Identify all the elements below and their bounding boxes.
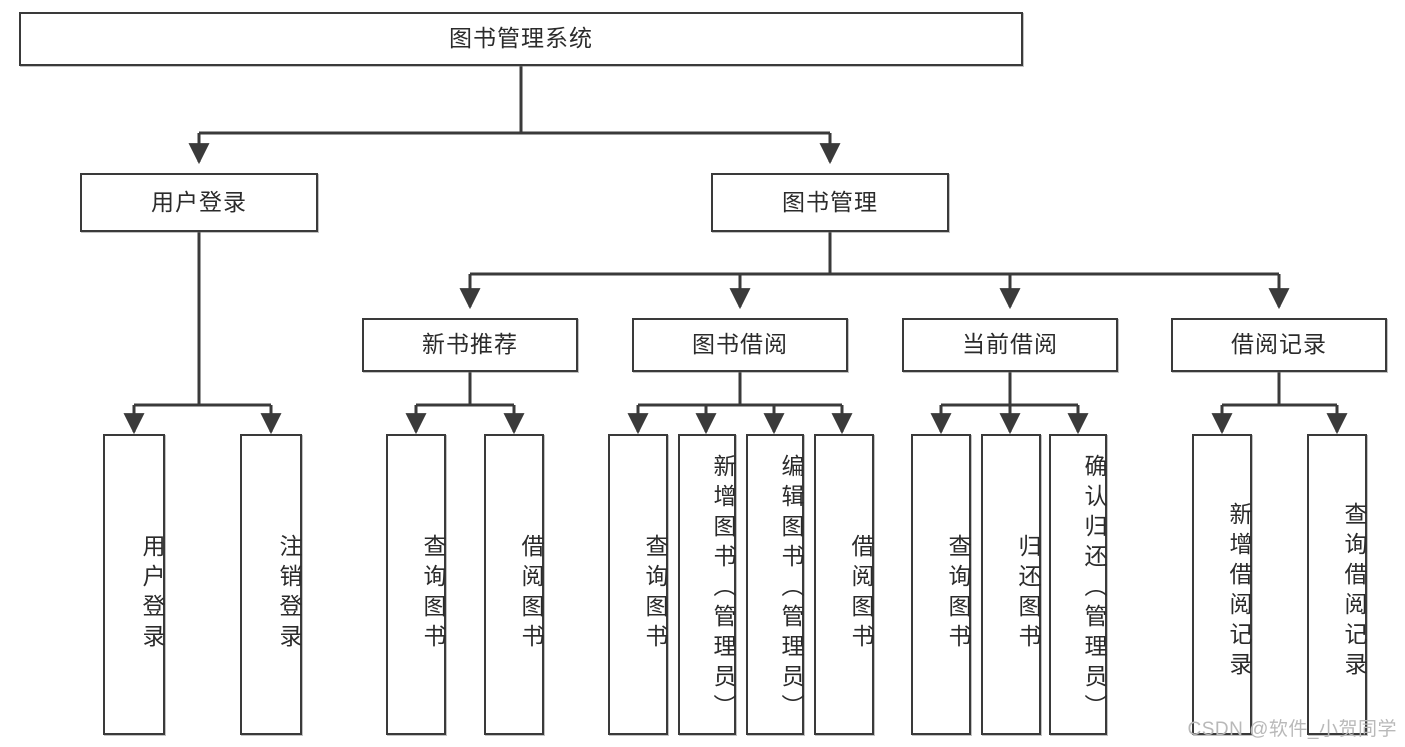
leaf-label: 编辑图书（管理员） — [778, 453, 804, 724]
node-new-book-recommend[interactable]: 新书推荐 — [362, 318, 578, 372]
leaf-label: 新增图书（管理员） — [710, 453, 736, 724]
leaf-label: 查询借阅记录 — [1341, 501, 1367, 682]
node-book-borrow[interactable]: 图书借阅 — [632, 318, 848, 372]
node-current-borrow[interactable]: 当前借阅 — [902, 318, 1118, 372]
leaf-borrow-query-book[interactable]: 查询图书 — [608, 434, 668, 735]
leaf-recommend-query-book[interactable]: 查询图书 — [386, 434, 446, 735]
watermark-text: CSDN @软件_小贺同学 — [1187, 719, 1397, 740]
leaf-label: 借阅图书 — [518, 533, 544, 654]
leaf-label: 查询图书 — [945, 533, 971, 654]
leaf-current-confirm-return-admin[interactable]: 确认归还（管理员） — [1049, 434, 1107, 735]
node-root-system[interactable]: 图书管理系统 — [19, 12, 1023, 66]
leaf-label: 查询图书 — [420, 533, 446, 654]
leaf-label: 查询图书 — [642, 533, 668, 654]
leaf-label: 注销登录 — [276, 533, 302, 654]
leaf-recommend-borrow-book[interactable]: 借阅图书 — [484, 434, 544, 735]
leaf-borrow-add-book-admin[interactable]: 新增图书（管理员） — [678, 434, 736, 735]
leaf-label: 确认归还（管理员） — [1081, 453, 1107, 724]
leaf-user-login-logout[interactable]: 注销登录 — [240, 434, 302, 735]
leaf-label: 用户登录 — [139, 533, 165, 654]
leaf-borrow-edit-book-admin[interactable]: 编辑图书（管理员） — [746, 434, 804, 735]
leaf-label: 借阅图书 — [848, 533, 874, 654]
leaf-label: 新增借阅记录 — [1226, 501, 1252, 682]
leaf-record-add-record[interactable]: 新增借阅记录 — [1192, 434, 1252, 735]
node-borrow-record[interactable]: 借阅记录 — [1171, 318, 1387, 372]
leaf-label: 归还图书 — [1015, 533, 1041, 654]
leaf-current-return-book[interactable]: 归还图书 — [981, 434, 1041, 735]
leaf-record-query-record[interactable]: 查询借阅记录 — [1307, 434, 1367, 735]
node-user-login[interactable]: 用户登录 — [80, 173, 318, 232]
leaf-borrow-borrow-book[interactable]: 借阅图书 — [814, 434, 874, 735]
leaf-current-query-book[interactable]: 查询图书 — [911, 434, 971, 735]
node-book-management[interactable]: 图书管理 — [711, 173, 949, 232]
leaf-user-login-login[interactable]: 用户登录 — [103, 434, 165, 735]
